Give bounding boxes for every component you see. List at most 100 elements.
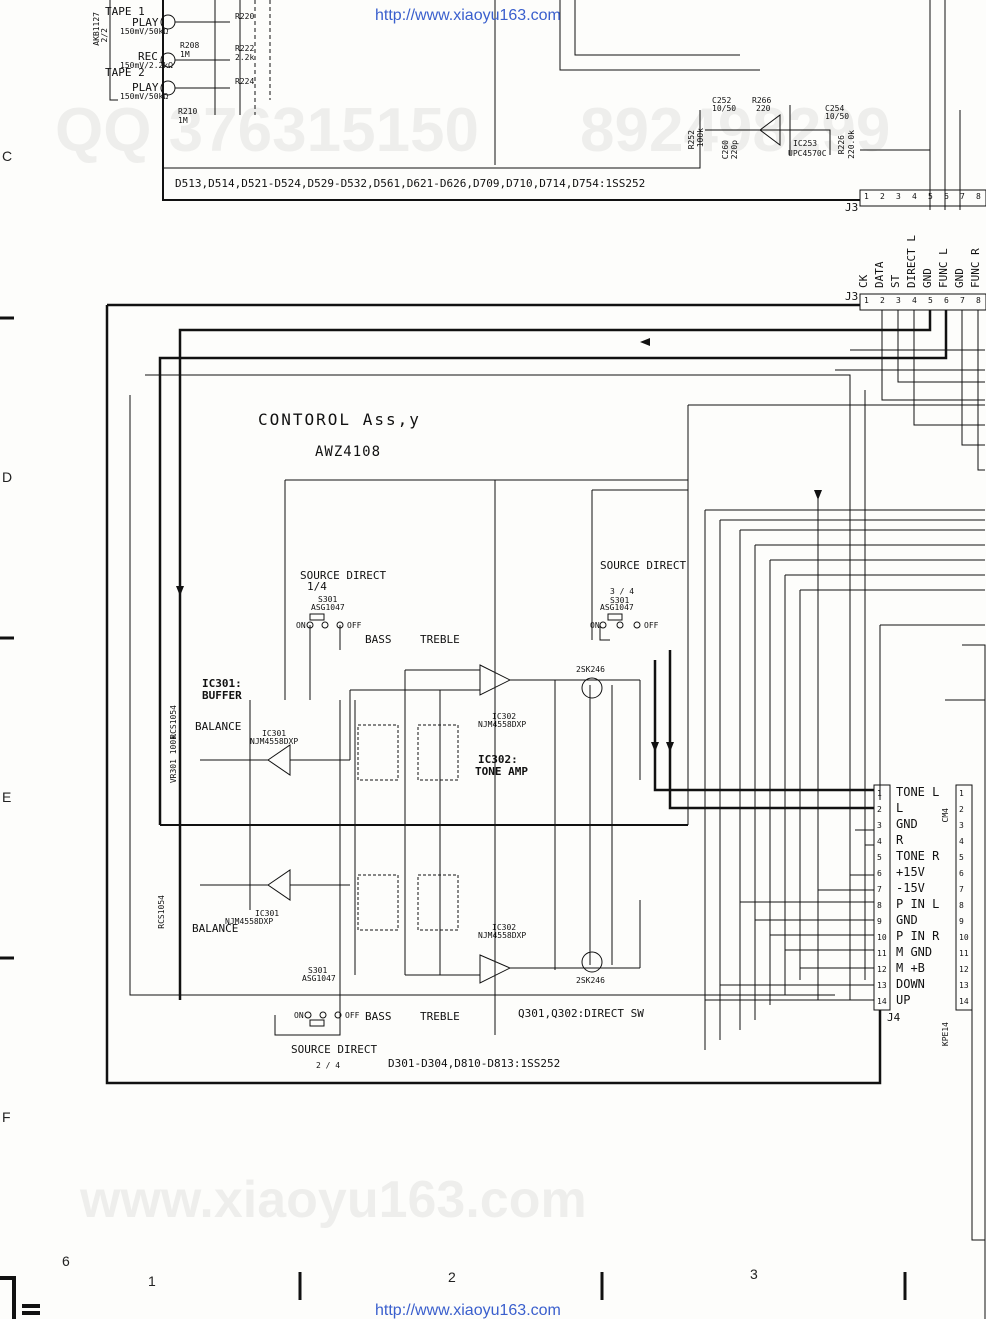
j4-left-pin-14: 14 [877, 997, 887, 1006]
asg-label-3: ASG1047 [302, 974, 336, 983]
j4-left-pin-3: 3 [877, 821, 882, 830]
grid-corner: 6 [62, 1253, 70, 1269]
c254-value: 10/50 [825, 112, 850, 121]
play2-spec: 150mV/50kΩ [120, 92, 169, 101]
switch-off-1: OFF [347, 621, 362, 630]
r226-value: 220.0k [847, 130, 856, 159]
rcs-label-top: RCS1054 [169, 705, 178, 739]
j4-signal-5: TONE R [896, 849, 940, 863]
tape-connector-part: 2/2 [100, 28, 109, 43]
rcs-label-bottom: RCS1054 [157, 895, 166, 929]
r222-value: 2.2k [235, 53, 255, 62]
j4-right-pin-7: 7 [959, 885, 964, 894]
switch-on-1: ON [296, 621, 306, 630]
board-title: CONTOROL Ass,y [258, 410, 421, 429]
j4-right-pin-11: 11 [959, 949, 969, 958]
ic302-part-label-bottom: IC302 [492, 923, 517, 932]
j4-right-pin-8: 8 [959, 901, 964, 910]
j4-signal-7: -15V [896, 881, 925, 895]
r226-label: R226 [837, 135, 846, 155]
j3-top-pin-5: 5 [928, 192, 933, 201]
asg-label-1: ASG1047 [311, 603, 345, 612]
source-direct-2-label: SOURCE DIRECT [600, 559, 687, 572]
board-part-number: AWZ4108 [315, 444, 382, 460]
ic253-part: UPC4570C [788, 149, 827, 158]
j3-signal-8: FUNC R [969, 248, 982, 288]
j3-signal-6: FUNC L [937, 248, 950, 288]
j4-left-pin-7: 7 [877, 885, 882, 894]
treble-label-top: TREBLE [420, 633, 460, 646]
j3-top-pin-7: 7 [960, 192, 965, 201]
switch-on-2: ON [590, 621, 600, 630]
switch-on-3: ON [294, 1011, 304, 1020]
njm-label-4: NJM4558DXP [478, 931, 527, 940]
j4-right-pin-4: 4 [959, 837, 964, 846]
j4-right-pin-10: 10 [959, 933, 969, 942]
diode-note-top: D513,D514,D521-D524,D529-D532,D561,D621-… [175, 177, 646, 190]
play1-label: PLAY [132, 16, 159, 29]
grid-col-1: 1 [148, 1273, 156, 1289]
j3-bottom-pin-6: 6 [944, 296, 949, 305]
s301-label-3: S301 [308, 966, 328, 975]
j4-left-pin-1: 1 [877, 789, 882, 798]
j3-bottom-pin-4: 4 [912, 296, 917, 305]
j4-signal-10: P IN R [896, 929, 940, 943]
bottom-url-link[interactable]: http://www.xiaoyu163.com [375, 1302, 561, 1319]
c260-label: C260 [721, 140, 730, 160]
ic301-part-label-top: IC301 [262, 729, 287, 738]
vr301-label: VR301 100k [169, 735, 178, 784]
j4-right-pin-12: 12 [959, 965, 969, 974]
bass-label-top: BASS [365, 633, 392, 646]
bass-label-bottom: BASS [365, 1010, 392, 1023]
njm-label-2: NJM4558DXP [225, 917, 274, 926]
j3-bottom-pin-8: 8 [976, 296, 981, 305]
grid-row-e: E [2, 789, 12, 805]
treble-label-bottom: TREBLE [420, 1010, 460, 1023]
balance-label-top: BALANCE [195, 720, 242, 733]
j4-signal-6: +15V [896, 865, 925, 879]
j3-signal-2: DATA [873, 261, 886, 289]
j4-right-pin-3: 3 [959, 821, 964, 830]
diode-note-bottom: D301-D304,D810-D813:1SS252 [388, 1057, 561, 1070]
tape1-label: TAPE 1 [105, 5, 145, 18]
j4-left-pin-8: 8 [877, 901, 882, 910]
q-note: Q301,Q302:DIRECT SW [518, 1007, 644, 1020]
j4-signal-12: M +B [896, 961, 925, 975]
j3-top-pin-3: 3 [896, 192, 901, 201]
j3-top-pin-1: 1 [864, 192, 869, 201]
r208-value: 1M [180, 50, 190, 59]
j4-signal-8: P IN L [896, 897, 940, 911]
j3-signal-3: ST [889, 274, 902, 288]
source-direct-3-fraction: 2 / 4 [316, 1061, 341, 1070]
j3-signal-5: GND [921, 268, 934, 288]
j3-bottom-pin-2: 2 [880, 296, 885, 305]
j4-left-pin-2: 2 [877, 805, 882, 814]
ic301-part-label-bottom: IC301 [255, 909, 280, 918]
c252-label: C252 [712, 96, 732, 105]
source-direct-3-label: SOURCE DIRECT [291, 1043, 378, 1056]
j4-signal-4: R [896, 833, 904, 847]
play1-spec: 150mV/50kΩ [120, 27, 169, 36]
rec-label: REC [138, 50, 158, 63]
switch-off-3: OFF [345, 1011, 360, 1020]
ic302-title: IC302: [478, 753, 518, 766]
watermark-site: www.xiaoyu163.com [80, 1171, 587, 1229]
j4-right-pin-6: 6 [959, 869, 964, 878]
njm-label-3: NJM4558DXP [478, 720, 527, 729]
j3-top-pin-2: 2 [880, 192, 885, 201]
q302-part: 2SK246 [576, 976, 605, 985]
r210-value: 1M [178, 116, 188, 125]
c260-value: 220p [730, 140, 739, 160]
j4-signal-11: M GND [896, 945, 933, 959]
play2-label: PLAY [132, 81, 159, 94]
top-url-link[interactable]: http://www.xiaoyu163.com [375, 7, 561, 24]
ic301-title: IC301: [202, 677, 242, 690]
j3-bottom-pin-1: 1 [864, 296, 869, 305]
watermark-qq: QQ 376315150 [55, 96, 480, 165]
j4-signal-1: TONE L [896, 785, 940, 799]
r222-label: R222 [235, 44, 255, 53]
r220-label: R220 [235, 12, 255, 21]
r210-label: R210 [178, 107, 198, 116]
